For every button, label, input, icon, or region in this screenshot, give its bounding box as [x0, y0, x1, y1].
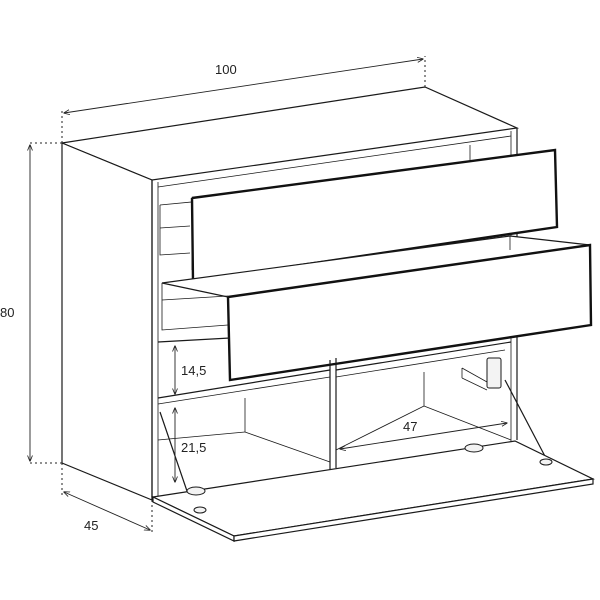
dimension-lower-shelf-gap: 21,5	[175, 408, 206, 482]
upper-shelf-gap-label: 14,5	[181, 363, 206, 378]
width-label: 100	[215, 62, 237, 77]
flap-panel	[150, 440, 595, 537]
dimension-upper-shelf-gap: 14,5	[175, 346, 206, 394]
lower-drawer	[161, 235, 593, 382]
inner-width-label: 47	[403, 419, 417, 434]
open-compartments	[157, 337, 549, 495]
flap-bumper-mid	[464, 443, 484, 453]
flap-bumper-left	[186, 486, 206, 496]
upper-drawer	[159, 148, 559, 283]
dimension-width: 100	[61, 56, 426, 143]
dimension-depth: 45	[61, 463, 153, 533]
height-label: 80	[0, 305, 14, 320]
drop-down-flap	[150, 440, 595, 542]
dimension-height: 80	[0, 142, 62, 464]
depth-label: 45	[84, 518, 98, 533]
lower-shelf-gap-label: 21,5	[181, 440, 206, 455]
flap-bumper-right	[539, 458, 553, 466]
left-side-panel	[61, 142, 153, 501]
dimension-inner-width: 47	[340, 419, 507, 449]
flap-bumper-front	[193, 506, 207, 514]
flap-hinge-mechanism	[486, 357, 502, 389]
